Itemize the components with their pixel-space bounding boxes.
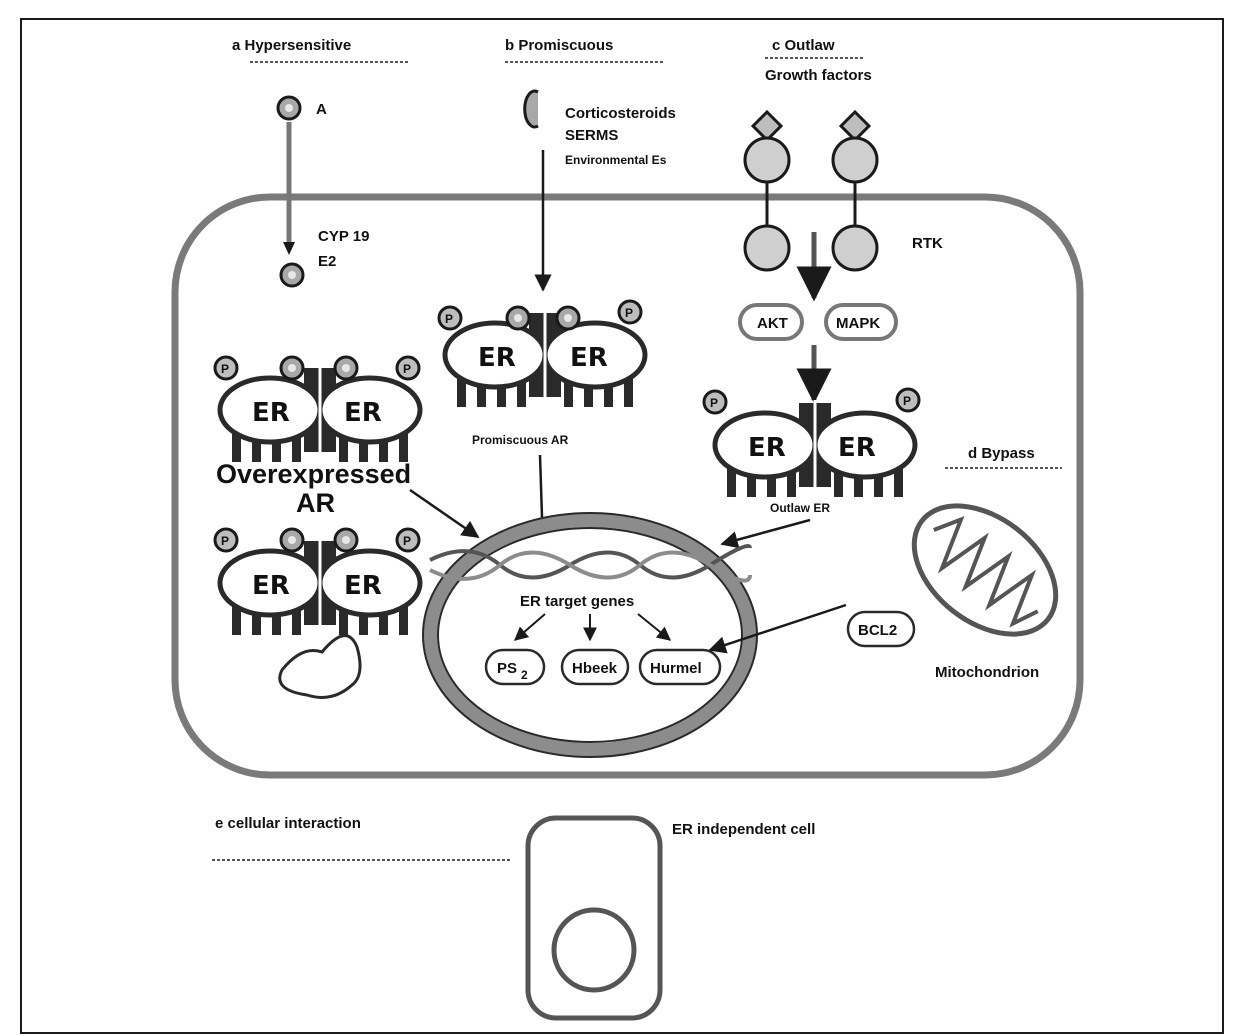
target-genes-label: ER target genes <box>520 593 634 610</box>
ligand-a-label: A <box>316 101 327 118</box>
svg-text:P: P <box>403 534 411 548</box>
er-independent-nucleus <box>551 907 637 993</box>
rtk-receptor-right <box>831 109 879 272</box>
er-label-a3: ER <box>252 571 290 601</box>
akt-box <box>738 303 804 341</box>
gene3-box <box>638 648 722 686</box>
section-b-label: b Promiscuous <box>505 37 613 54</box>
akt-label: AKT <box>757 315 788 332</box>
promiscuous-er-dimer <box>437 299 645 407</box>
er-label-a4: ER <box>344 571 382 601</box>
gene2-box <box>560 648 630 686</box>
er-label-b2: ER <box>570 343 608 373</box>
er-label-a2: ER <box>344 398 382 428</box>
section-a-label: a Hypersensitive <box>232 37 351 54</box>
rtk-receptor-left <box>743 109 791 272</box>
overexpressed-to-nucleus-arrow <box>409 488 480 539</box>
bcl2-box <box>846 610 916 648</box>
mapk-label: MAPK <box>836 315 880 332</box>
svg-text:P: P <box>903 394 911 408</box>
e2-label: E2 <box>318 253 336 270</box>
er-label-a1: ER <box>252 398 290 428</box>
svg-text:P: P <box>221 534 229 548</box>
cyp19-label: CYP 19 <box>318 228 369 245</box>
estradiol-ligand <box>279 262 305 288</box>
cyp19-arrowhead <box>283 242 295 255</box>
svg-text:P: P <box>625 306 633 320</box>
phospho-labels: P P P P P P P P <box>221 306 911 548</box>
section-e-label: e cellular interaction <box>215 815 361 832</box>
corticosteroids-label: Corticosteroids <box>565 105 676 122</box>
svg-text:P: P <box>403 362 411 376</box>
er-label-c2: ER <box>838 433 876 463</box>
svg-text:P: P <box>710 396 718 410</box>
promiscuous-ar-label: Promiscuous AR <box>472 433 569 447</box>
gene3-label: Hurmel <box>650 660 702 677</box>
ps2-subscript: 2 <box>521 668 528 682</box>
mitochondrion-shape <box>911 503 1059 637</box>
growth-factors-label: Growth factors <box>765 67 872 84</box>
ligand-a <box>276 95 302 121</box>
outlaw-to-nucleus-arrow <box>720 518 811 549</box>
ps2-gene-box <box>484 648 546 686</box>
outlaw-er-label: Outlaw ER <box>770 501 830 515</box>
hypersensitive-er-dimer-bottom <box>213 527 420 635</box>
section-d-label: d Bypass <box>968 445 1035 462</box>
degradation-blob <box>278 634 362 699</box>
er-label-c1: ER <box>748 433 786 463</box>
rtk-label: RTK <box>912 235 943 252</box>
corticosteroid-ligand <box>523 89 539 129</box>
svg-text:P: P <box>445 312 453 326</box>
cell-membrane <box>171 193 1084 779</box>
bcl2-arrow <box>708 603 847 654</box>
ps2-label: PS <box>497 660 517 677</box>
svg-text:P: P <box>221 362 229 376</box>
er-independent-label: ER independent cell <box>672 821 815 838</box>
section-c-label: c Outlaw <box>772 37 835 54</box>
serms-label: SERMS <box>565 127 618 144</box>
environmental-label: Environmental Es <box>565 153 667 167</box>
dna-helix <box>429 544 752 583</box>
gene2-label: Hbeek <box>572 660 618 677</box>
ar-label: AR <box>296 488 335 518</box>
mitochondrion-label: Mitochondrion <box>935 664 1039 681</box>
overexpressed-label: Overexpressed <box>216 459 411 489</box>
mapk-box <box>824 303 898 341</box>
outlaw-er-dimer <box>702 387 921 497</box>
bcl2-label: BCL2 <box>858 622 897 639</box>
er-label-b1: ER <box>478 343 516 373</box>
hypersensitive-er-dimer-top <box>213 355 420 462</box>
